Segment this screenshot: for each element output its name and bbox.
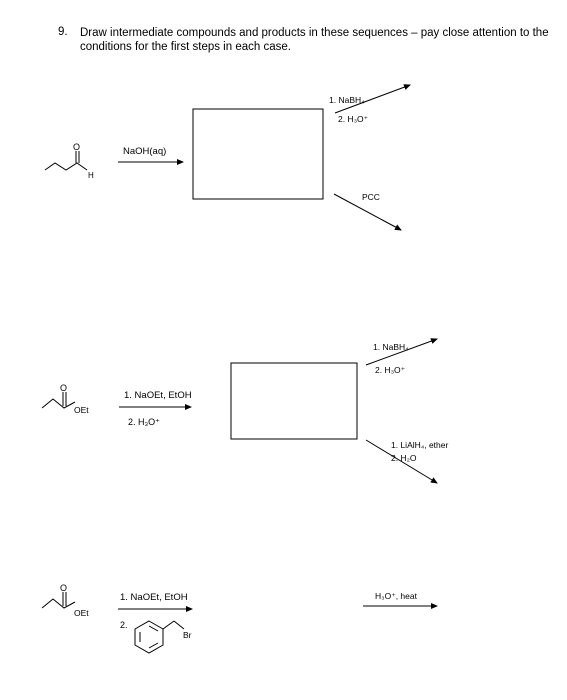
ethyl-propanoate-structure-2 [41, 592, 76, 609]
butanal-structure [44, 151, 88, 171]
benzyl-bromide-br-label: Br [183, 630, 192, 640]
ethyl-propanoate-structure [41, 392, 76, 409]
scheme3-reagent-step1: 1. NaOEt, EtOH [120, 592, 188, 603]
scheme2-lower-arrow [365, 439, 438, 484]
scheme1-intermediate-box[interactable] [192, 108, 324, 200]
scheme1-upper-arrow [334, 84, 411, 114]
scheme3-final-reagent: H₃O⁺, heat [375, 591, 418, 601]
scheme1-lower-arrow [333, 193, 402, 231]
scheme1-lower-reagent: PCC [362, 192, 380, 202]
scheme1-upper-step2: 2. H₃O⁺ [338, 114, 369, 124]
scheme1-upper-step1: 1. NaBH₄ [329, 95, 365, 105]
ester1-oxygen-label: O [60, 383, 67, 393]
scheme2-upper-arrow [365, 338, 438, 366]
butanal-oxygen-label: O [73, 142, 80, 152]
butanal-hydrogen-label: H [88, 171, 94, 180]
scheme2-reagent-step1: 1. NaOEt, EtOH [124, 390, 192, 401]
ester2-oet-label: OEt [74, 608, 89, 618]
ester2-oxygen-label: O [60, 583, 67, 593]
ester1-oet-label: OEt [74, 405, 89, 415]
scheme2-lower-step2: 2. H₂O [391, 453, 417, 463]
scheme2-intermediate-box[interactable] [230, 362, 358, 440]
benzyl-bromide-structure [134, 620, 185, 654]
scheme2-reagent-step2: 2. H₃O⁺ [128, 417, 160, 427]
scheme2-lower-step1: 1. LiAlH₄, ether [391, 440, 448, 450]
question-text: Draw intermediate compounds and products… [80, 27, 549, 53]
scheme2-upper-step1: 1. NaBH₄ [373, 342, 409, 352]
scheme3-reagent-step2: 2. [120, 620, 128, 630]
question-number: 9. [58, 26, 68, 38]
scheme1-reagent: NaOH(aq) [123, 146, 166, 157]
scheme2-upper-step2: 2. H₃O⁺ [375, 365, 406, 375]
